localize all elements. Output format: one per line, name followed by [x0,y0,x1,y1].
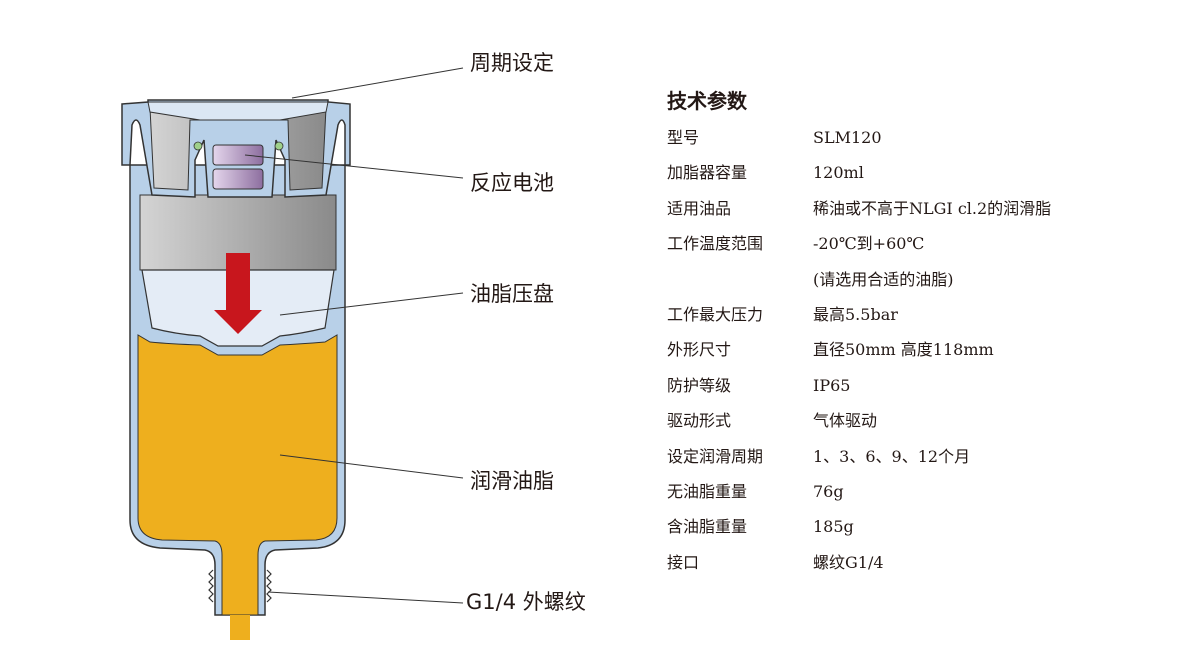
spec-label: 工作最大压力 [667,304,764,324]
spec-table: 技术参数 型号 SLM120 加脂器容量 120ml 适用油品 稀油或不高于NLGI cl… [667,86,1051,580]
callout-battery: 反应电池 [470,171,554,195]
grease-fill [137,334,338,616]
thread-icon [208,569,272,603]
spec-row: 无油脂重量 76g [667,474,844,509]
spec-row: 型号 SLM120 [667,120,882,155]
spec-value: (请选用合适的油脂) [813,269,954,289]
callout-cycle-setting: 周期设定 [470,51,554,75]
spec-label: 驱动形式 [667,411,732,431]
spec-row: 含油脂重量 185g [667,509,854,544]
spec-row: 接口 螺纹G1/4 [667,545,884,580]
spec-row: 加脂器容量 120ml [667,155,864,190]
spec-value: SLM120 [813,128,882,147]
spec-label: 型号 [667,128,700,147]
seal-ring-right [274,141,284,151]
battery-icon [212,168,264,190]
spec-value: -20℃到+60℃ [813,234,925,254]
spec-label: 外形尺寸 [667,340,732,360]
seal-ring-left [193,141,203,151]
spec-title: 技术参数 [667,89,747,113]
spec-value: 螺纹G1/4 [813,552,884,572]
spec-value: 最高5.5bar [813,304,898,324]
spec-label: 含油脂重量 [667,517,748,537]
lubricator-cutaway-diagram: 周期设定 反应电池 油脂压盘 润滑油脂 G1/4 外螺纹 [121,51,586,640]
spec-label: 无油脂重量 [667,481,748,501]
down-arrow-icon [214,253,262,334]
leader-lines [244,67,464,604]
callout-grease: 润滑油脂 [470,469,554,493]
spec-row: 工作最大压力 最高5.5bar [667,297,898,332]
callout-pressure-plate: 油脂压盘 [470,282,554,306]
spec-row: 设定润滑周期 1、3、6、9、12个月 [667,439,970,474]
spec-value: 直径50mm 高度118mm [813,340,994,360]
spec-value: 1、3、6、9、12个月 [813,446,971,466]
spec-value: 120ml [813,163,864,183]
spec-value: 气体驱动 [813,411,878,431]
spec-value: 185g [813,517,854,537]
grease-outlet-stem [230,615,250,640]
spec-label: 工作温度范围 [667,234,764,254]
spec-row: 适用油品 稀油或不高于NLGI cl.2的润滑脂 [667,191,1051,226]
spec-label: 接口 [667,552,700,572]
spec-row: 防护等级 IP65 [667,368,850,403]
spec-row: (请选用合适的油脂) [667,262,954,297]
spec-value: IP65 [813,375,851,395]
spec-label: 设定润滑周期 [667,446,764,466]
spec-value: 稀油或不高于NLGI cl.2的润滑脂 [813,198,1052,218]
spec-row: 外形尺寸 直径50mm 高度118mm [667,332,994,367]
spec-value: 76g [813,481,844,501]
battery-icon [212,144,264,166]
spec-label: 加脂器容量 [667,163,748,183]
spec-label: 防护等级 [667,375,732,395]
spec-label: 适用油品 [667,198,732,218]
spec-row: 工作温度范围 -20℃到+60℃ [667,226,924,261]
callout-thread: G1/4 外螺纹 [466,590,586,614]
spec-row: 驱动形式 气体驱动 [667,403,877,438]
